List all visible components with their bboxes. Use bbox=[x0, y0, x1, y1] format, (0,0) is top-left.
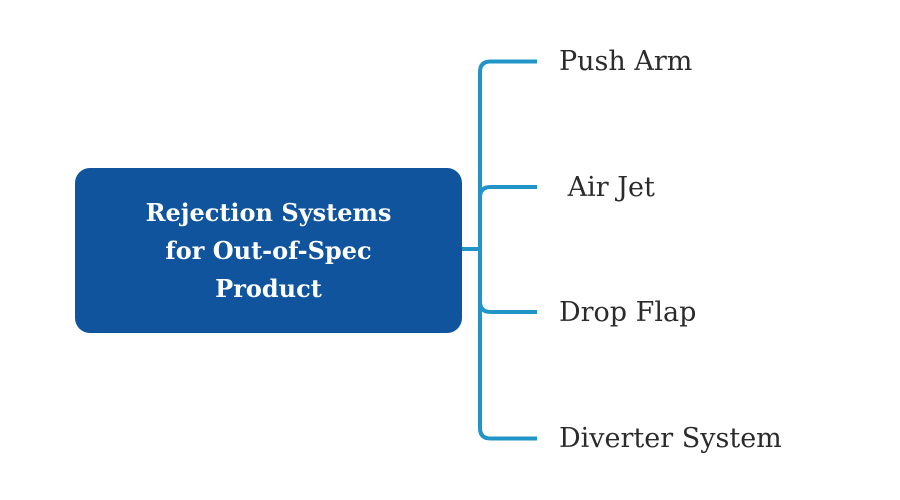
root-node-title-line: Rejection Systems bbox=[145, 197, 392, 227]
connector-diverter-system bbox=[478, 249, 537, 441]
root-node-title-line: Product bbox=[215, 273, 322, 303]
root-node-title-line: for Out-of-Spec bbox=[165, 235, 372, 265]
branch-label-diverter-system: Diverter System bbox=[559, 422, 782, 454]
branch-label-air-jet: Air Jet bbox=[559, 171, 655, 203]
connector-air-jet bbox=[478, 185, 537, 249]
branch-label-drop-flap: Drop Flap bbox=[559, 296, 697, 328]
branch-label-push-arm: Push Arm bbox=[559, 45, 693, 77]
connector-drop-flap bbox=[478, 249, 537, 314]
connector-push-arm bbox=[478, 59, 537, 249]
root-node: Rejection Systems for Out-of-Spec Produc… bbox=[75, 168, 462, 333]
